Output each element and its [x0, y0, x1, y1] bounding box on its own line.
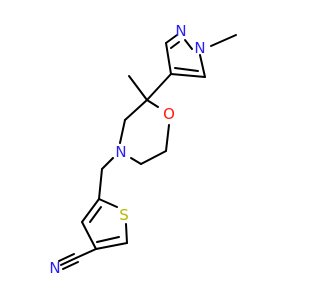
- molecule-structure-drawing: N N O N S N: [49, 22, 237, 277]
- molecule-canvas: N N O N S N: [49, 22, 237, 277]
- bond-pyrazole-to-quaternary-carbon: [146, 73, 172, 101]
- bond-thiophene-c3-c2: [81, 198, 100, 223]
- bond-pyrazole-n1-n2: [184, 39, 193, 50]
- bond-thiophene-c4-c3: [81, 221, 97, 250]
- bond-thiophene-c5-c4: [95, 242, 128, 250]
- morpholine-nitrogen-label: N: [115, 143, 126, 161]
- thiophene-sulfur-label: S: [119, 206, 129, 224]
- bond-thiophene-c2-sulfur: [98, 198, 118, 208]
- bond-thiophene-c5-c4-inner: [96, 236, 120, 243]
- bond-pyrazole-c5-c4: [170, 73, 206, 78]
- morpholine-oxygen-label: O: [163, 105, 175, 123]
- bond-nitrogen-methylene: [101, 157, 114, 170]
- bond-pyrazole-c3-n2-inner: [170, 41, 180, 49]
- bond-oxygen-ch2: [165, 124, 170, 152]
- pyrazole-n-methyl-label: N: [194, 39, 205, 57]
- bonds: [58, 34, 237, 270]
- bond-methylene-thiophene: [98, 168, 103, 200]
- bond-quaternary-carbon-methyl: [128, 75, 148, 101]
- bond-pyrazole-n1-methyl: [210, 34, 237, 47]
- bond-nitrile-triple-b: [58, 253, 75, 262]
- bond-quaternary-carbon-oxygen: [146, 99, 159, 108]
- bond-thiophene-sulfur-c5: [125, 223, 128, 244]
- bond-nitrogen-ch2: [119, 119, 126, 144]
- bond-nitrile-triple-a: [60, 257, 77, 266]
- bond-nitrile-triple-c: [62, 261, 79, 270]
- bond-pyrazole-c5-c4-inner: [174, 67, 199, 72]
- bond-ch2-quaternary-carbon: [124, 99, 148, 121]
- bond-pyrazole-c3-n2: [165, 34, 178, 44]
- bond-ch2-ch2: [140, 150, 167, 165]
- bond-pyrazole-n1-c5: [199, 54, 206, 78]
- bond-thiophene-c3-c2-inner: [89, 206, 102, 223]
- bond-nitrile-attachment: [75, 248, 97, 259]
- bond-ch2-nitrogen: [130, 157, 142, 165]
- atom-labels: N N O N S N: [49, 22, 205, 277]
- pyrazole-n2-label: N: [175, 22, 186, 40]
- bond-pyrazole-c4-c3: [165, 42, 172, 75]
- nitrile-nitrogen-label: N: [49, 259, 60, 277]
